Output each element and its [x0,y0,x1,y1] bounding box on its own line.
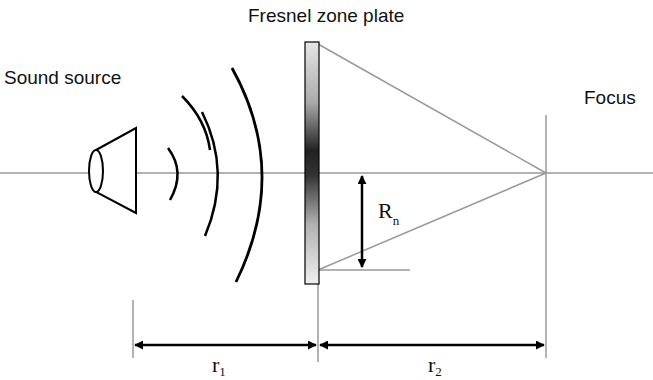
dimension-subscript: n [393,214,400,227]
part-label: Fresnel zone plate [248,6,404,25]
zone-plate [305,42,319,284]
extension-line [317,284,319,362]
dimension-subscript: 2 [435,365,442,378]
part-label: Sound source [4,68,121,87]
wavefront [182,96,210,150]
dimension-arrow [320,344,544,347]
part-label: Focus [584,88,636,107]
wavefront [232,68,262,282]
wavefront [168,148,178,200]
dimension-symbol: r [428,354,435,376]
radius-guide [318,269,410,271]
extension-line [132,300,134,358]
dimension-subscript: 1 [219,365,226,378]
focus-ray [318,44,546,173]
dimension-symbol: r [212,354,219,376]
focal-plane-line [545,115,547,358]
speaker-back [89,150,103,192]
radius-arrow [361,176,364,267]
dimension-arrow [135,344,316,347]
dimension-symbol: R [378,200,393,222]
focus-ray [318,173,546,270]
